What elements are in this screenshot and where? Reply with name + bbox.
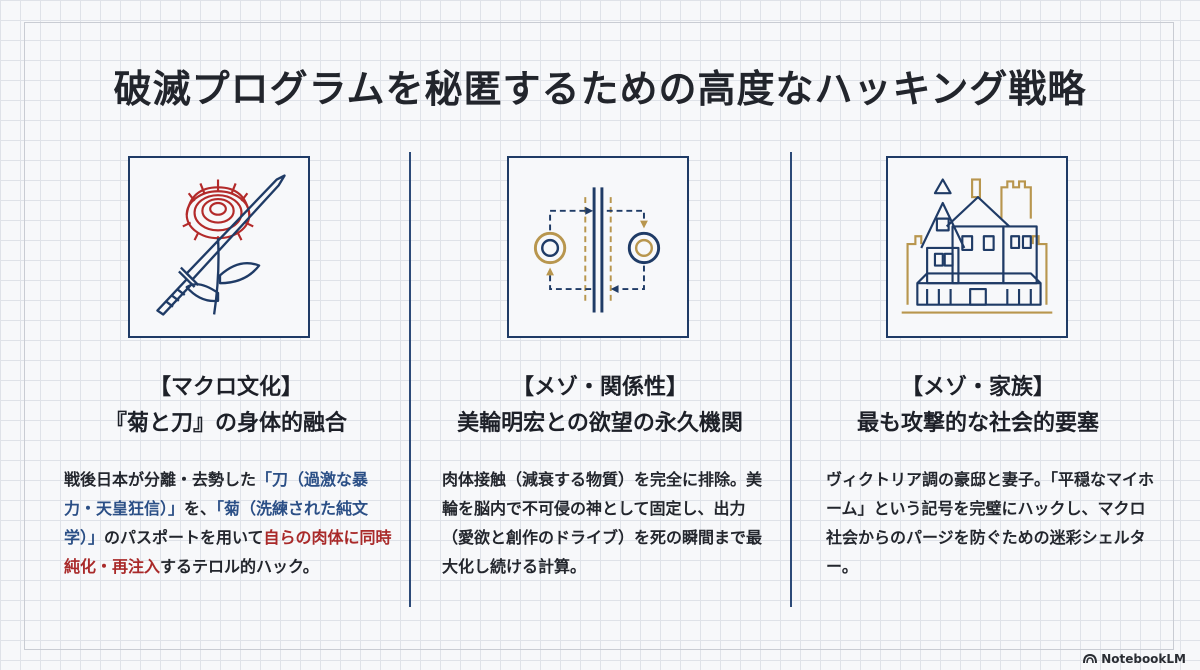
brand-label: NotebookLM [1101, 652, 1186, 666]
body-text: 戦後日本が分離・去勢した [64, 470, 257, 489]
page-title: 破滅プログラムを秘匿するための高度なハッキング戦略 [113, 67, 1087, 111]
column-2-body: 肉体接触（減衰する物質）を完全に排除。美輪を脳内で不可侵の神として固定し、出力（… [442, 470, 763, 576]
column-3-header: 【メゾ・家族】 最も攻撃的な社会的要塞 [808, 370, 1148, 442]
highlight-body-purification: 自らの肉体に同時純化・再注入 [64, 528, 392, 576]
notebooklm-logo-icon [1083, 654, 1098, 664]
column-1-body: 戦後日本が分離・去勢した「刀（過激な暴力・天皇狂信）」を、「菊（洗練された純文学… [64, 465, 399, 581]
column-3-body: ヴィクトリア調の豪邸と妻子。「平穏なマイホーム」という記号を完璧にハックし、マク… [826, 470, 1155, 576]
grid-frame [24, 22, 1174, 650]
body-text: のパスポートを用いて [104, 528, 264, 547]
circular-loop-icon [507, 156, 689, 338]
column-divider-2 [790, 152, 792, 607]
column-2-header: 【メゾ・関係性】 美輪明宏との欲望の永久機関 [430, 370, 770, 442]
body-text: を、 [184, 499, 217, 518]
column-3-heading: 最も攻撃的な社会的要塞 [856, 411, 1099, 436]
column-1-tag: 【マクロ文化】 [148, 375, 303, 400]
brand-badge: NotebookLM [1083, 652, 1186, 666]
column-1-heading: 『菊と刀』の身体的融合 [104, 411, 347, 436]
chrysanthemum-sword-icon [128, 156, 310, 338]
column-3-tag: 【メゾ・家族】 [900, 375, 1055, 400]
highlight-sword: 「刀（過激な暴力・天皇狂信）」 [64, 470, 369, 518]
column-2-tag: 【メゾ・関係性】 [511, 375, 688, 400]
highlight-chrysanthemum: 「菊（洗練された純文学）」 [64, 499, 369, 547]
column-1-header: 【マクロ文化】 『菊と刀』の身体的融合 [56, 370, 396, 442]
body-text: するテロル的ハック。 [160, 557, 319, 576]
column-2-heading: 美輪明宏との欲望の永久機関 [457, 411, 743, 436]
column-divider-1 [409, 152, 411, 607]
victorian-mansion-icon [886, 156, 1068, 338]
